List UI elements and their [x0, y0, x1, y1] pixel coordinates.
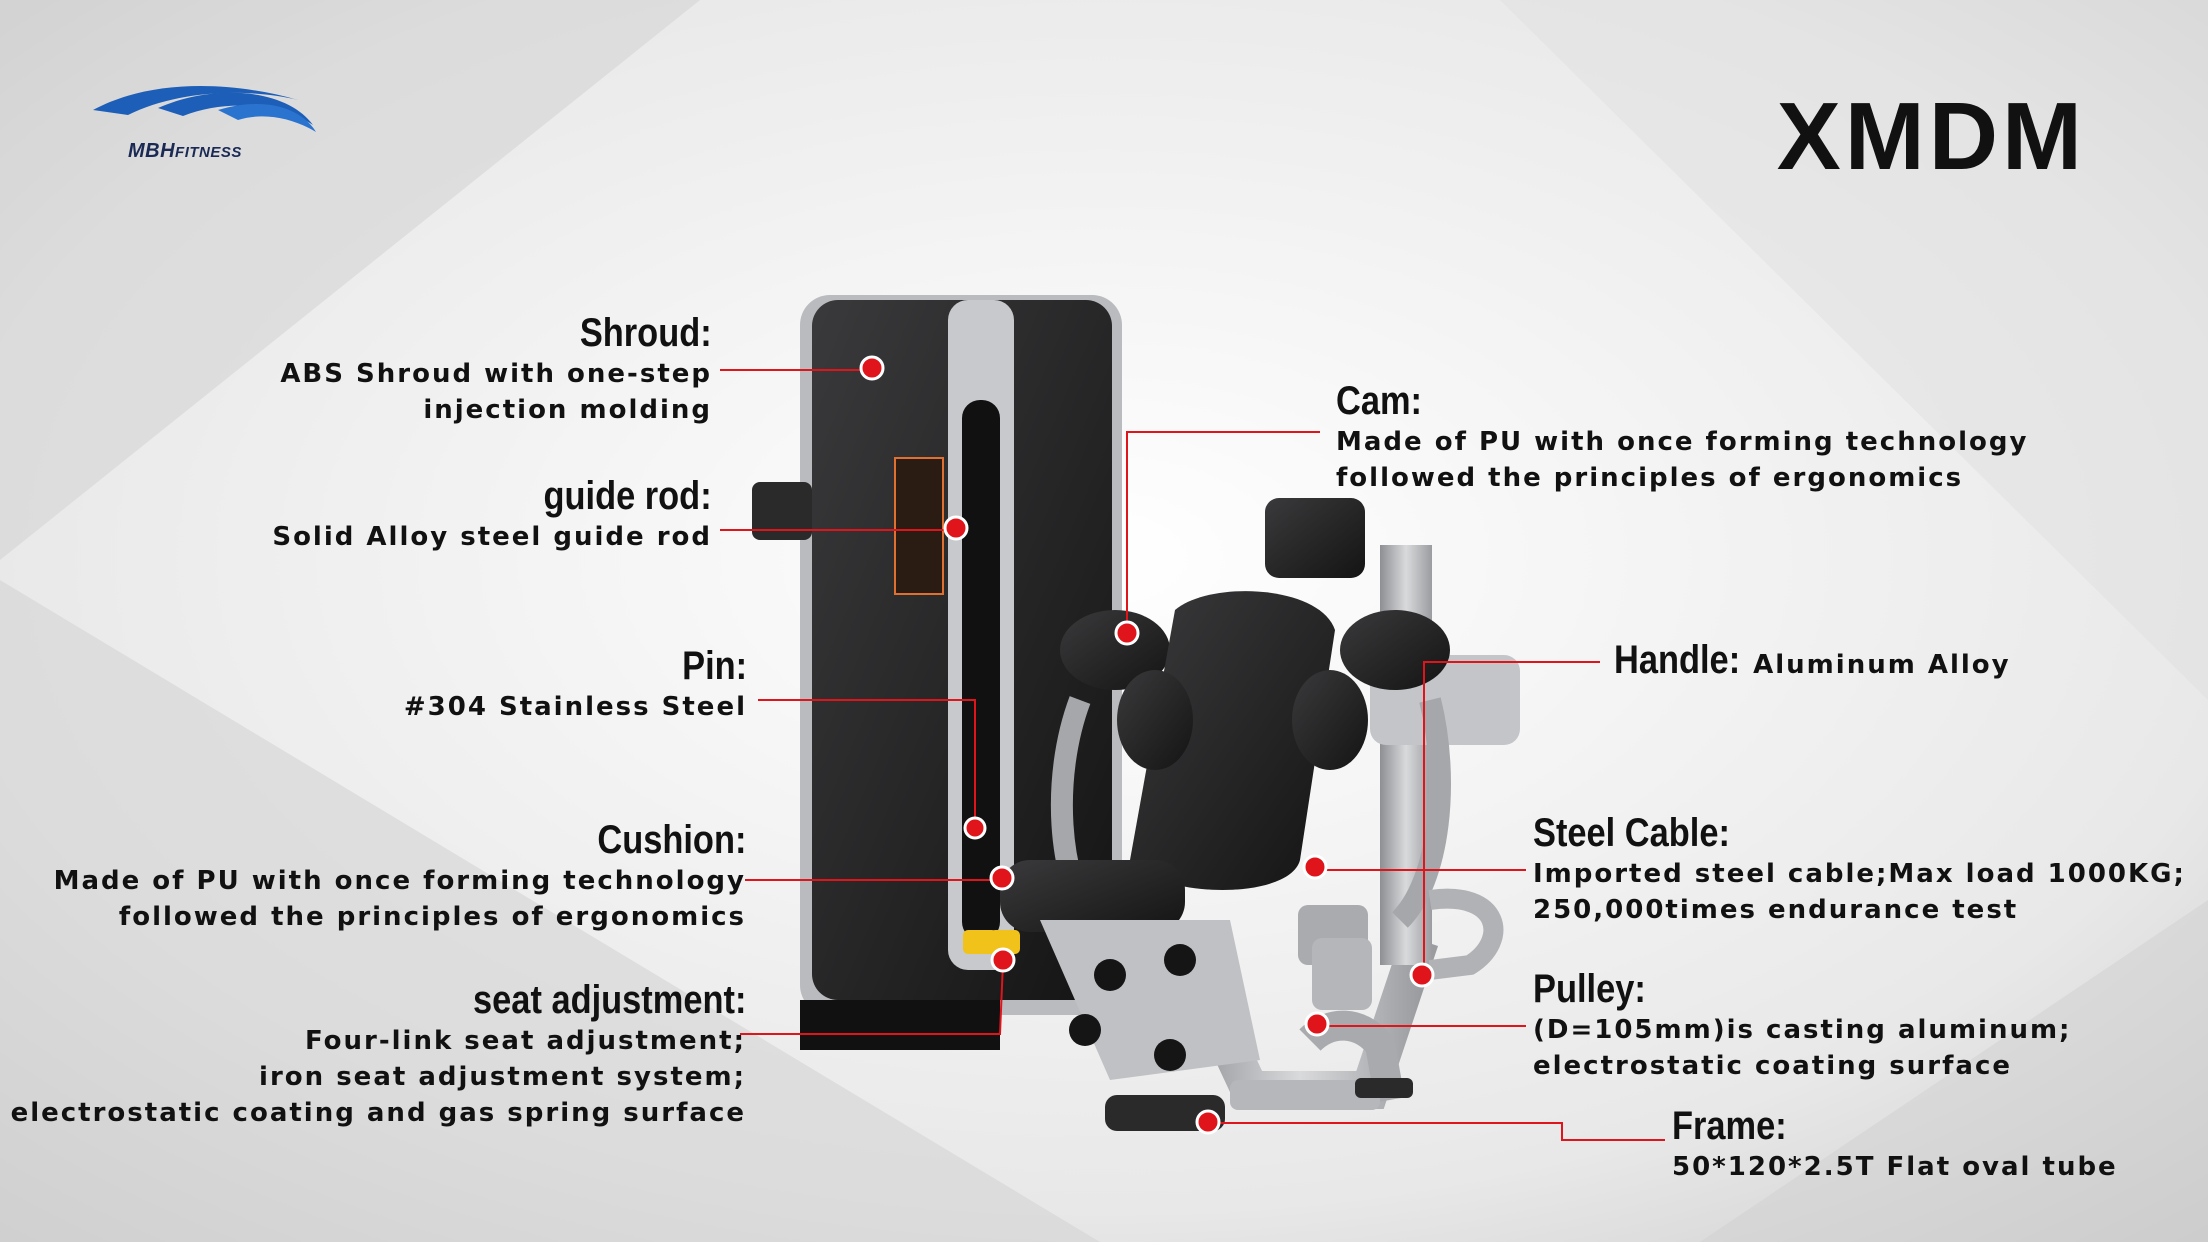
callout-line-pin	[758, 699, 976, 828]
label-seat-adjustment-line: Four-link seat adjustment;	[304, 1026, 746, 1056]
label-pulley-line: electrostatic coating surface	[1533, 1051, 2013, 1081]
label-cam-title: Cam:	[1336, 379, 1423, 423]
label-steel-cable-line: 250,000times endurance test	[1533, 895, 2019, 925]
callout-line-cam	[1126, 431, 1320, 633]
label-handle: Handle: Aluminum Alloy	[1614, 637, 2011, 683]
label-cushion-line: followed the principles of ergonomics	[118, 902, 746, 932]
label-cushion-line: Made of PU with once forming technology	[53, 866, 746, 896]
callout-line-frame	[1208, 1122, 1665, 1141]
callout-dot-seat	[990, 947, 1016, 973]
label-cam-line: followed the principles of ergonomics	[1336, 463, 1964, 493]
label-shroud-title: Shroud:	[580, 311, 712, 355]
label-seat-adjustment-line: electrostatic coating and gas spring sur…	[10, 1098, 746, 1128]
label-cam: Cam: Made of PU with once forming techno…	[1336, 378, 2028, 496]
label-cam-line: Made of PU with once forming technology	[1336, 427, 2029, 457]
label-guide-rod-line: Solid Alloy steel guide rod	[272, 522, 712, 552]
callout-dot-shroud	[859, 355, 885, 381]
label-cushion-title: Cushion:	[596, 818, 746, 862]
callout-dot-pulley	[1304, 1011, 1330, 1037]
label-pin: Pin: #304 Stainless Steel	[404, 643, 747, 725]
label-steel-cable-title: Steel Cable:	[1533, 811, 1730, 855]
label-seat-adjustment-line: iron seat adjustment system;	[259, 1062, 746, 1092]
label-guide-rod: guide rod: Solid Alloy steel guide rod	[272, 473, 712, 555]
label-steel-cable: Steel Cable: Imported steel cable;Max lo…	[1533, 810, 2186, 928]
callout-dot-pin	[963, 816, 987, 840]
label-seat-adjustment: seat adjustment: Four-link seat adjustme…	[11, 977, 746, 1131]
label-pin-line: #304 Stainless Steel	[403, 692, 747, 722]
label-seat-adjustment-title: seat adjustment:	[472, 978, 746, 1022]
callout-dot-guide-rod	[943, 515, 969, 541]
model-title: XMDM	[1776, 83, 2086, 190]
brand-logo-icon	[93, 86, 316, 132]
label-guide-rod-title: guide rod:	[543, 474, 712, 518]
label-shroud: Shroud: ABS Shroud with one-step injecti…	[280, 310, 712, 428]
callout-dot-cam	[1114, 620, 1140, 646]
callout-dot-frame	[1195, 1109, 1221, 1135]
callout-dot-cable	[1302, 854, 1328, 880]
brand-name: MBHFITNESS	[128, 140, 242, 162]
callout-line-cable	[1314, 867, 1526, 871]
label-pulley: Pulley: (D=105mm)is casting aluminum; el…	[1533, 966, 2071, 1084]
label-shroud-line: injection molding	[423, 395, 712, 425]
label-pulley-title: Pulley:	[1533, 967, 1646, 1011]
label-frame-title: Frame:	[1672, 1104, 1787, 1148]
callout-dot-handle	[1409, 962, 1435, 988]
label-frame-line: 50*120*2.5T Flat oval tube	[1672, 1152, 2118, 1182]
callout-line-seat	[740, 961, 1004, 1035]
label-shroud-line: ABS Shroud with one-step	[280, 359, 712, 389]
label-frame: Frame: 50*120*2.5T Flat oval tube	[1672, 1103, 2118, 1185]
label-pin-title: Pin:	[682, 644, 747, 688]
label-steel-cable-line: Imported steel cable;Max load 1000KG;	[1533, 859, 2186, 889]
label-pulley-line: (D=105mm)is casting aluminum;	[1533, 1015, 2072, 1045]
label-cushion: Cushion: Made of PU with once forming te…	[54, 817, 746, 935]
callout-dot-cushion	[989, 865, 1015, 891]
label-handle-title: Handle:	[1614, 638, 1741, 682]
label-handle-line: Aluminum Alloy	[1753, 650, 2011, 680]
